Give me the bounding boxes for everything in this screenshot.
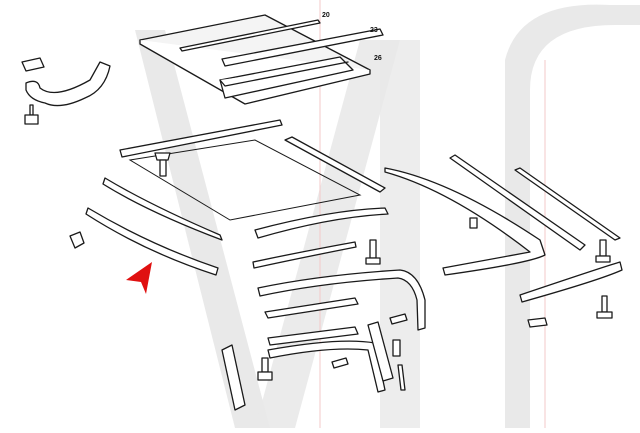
roof-panel-assembly <box>139 14 384 105</box>
callout-20: 20 <box>322 12 330 19</box>
pillar-trims <box>221 321 406 411</box>
screws <box>257 239 613 381</box>
callout-23: 23 <box>370 27 378 34</box>
pointer-arrow-icon <box>126 262 152 294</box>
right-mouldings <box>384 154 623 328</box>
handle-bracket <box>21 57 111 125</box>
left-mouldings <box>69 177 223 276</box>
callout-26: 26 <box>374 55 382 62</box>
sunroof-frame <box>119 119 386 221</box>
